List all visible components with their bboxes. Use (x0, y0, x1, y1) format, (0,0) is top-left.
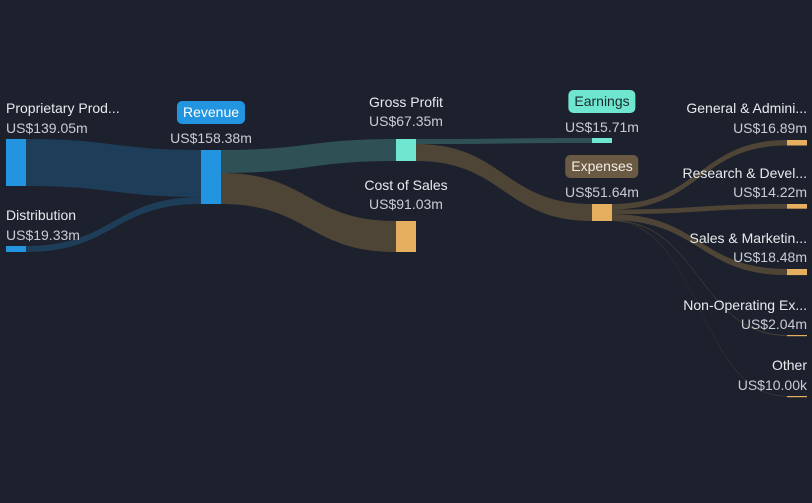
node-gross-profit (396, 139, 416, 161)
node-value-distribution: US$19.33m (6, 227, 80, 243)
node-label-other: Other (771, 357, 807, 373)
link-revenue-cost-of-sales (221, 173, 396, 252)
node-value-earnings: US$15.71m (565, 119, 639, 135)
link-distribution-revenue (26, 197, 201, 252)
link-gross-profit-expenses (416, 144, 592, 221)
node-general-admin (787, 140, 807, 146)
node-value-general-admin: US$16.89m (733, 120, 807, 136)
node-value-proprietary: US$139.05m (6, 120, 88, 136)
node-value-cost-of-sales: US$91.03m (369, 196, 443, 212)
node-sales-marketing (787, 269, 807, 276)
node-label-proprietary: Proprietary Prod... (6, 100, 120, 116)
node-label-gross-profit: Gross Profit (369, 94, 443, 110)
link-revenue-gross-profit (221, 139, 396, 173)
link-gross-profit-earnings (416, 138, 592, 144)
link-expenses-sales-marketing (612, 214, 787, 276)
node-research-dev (787, 204, 807, 209)
link-expenses-other (612, 220, 787, 397)
link-expenses-non-operating (612, 220, 787, 336)
node-label-research-dev: Research & Devel... (682, 165, 808, 181)
link-expenses-general-admin (612, 140, 787, 210)
revenue-badge: Revenue (176, 101, 246, 124)
node-label-distribution: Distribution (6, 207, 77, 223)
node-label-non-operating: Non-Operating Ex... (683, 297, 807, 313)
node-label-cost-of-sales: Cost of Sales (364, 177, 448, 193)
node-value-gross-profit: US$67.35m (369, 113, 443, 129)
node-label-sales-marketing: Sales & Marketin... (689, 230, 808, 246)
node-value-research-dev: US$14.22m (733, 184, 807, 200)
node-distribution (6, 246, 26, 252)
node-proprietary (6, 139, 26, 186)
node-revenue (201, 150, 221, 204)
node-earnings (592, 138, 612, 143)
expenses-badge: Expenses (565, 155, 639, 178)
node-value-expenses: US$51.64m (565, 184, 639, 200)
node-value-revenue: US$158.38m (170, 130, 252, 146)
link-expenses-research-dev (612, 204, 787, 215)
node-cost-of-sales (396, 221, 416, 252)
node-value-other: US$10.00k (737, 377, 807, 393)
node-value-non-operating: US$2.04m (740, 316, 807, 332)
node-label-general-admin: General & Admini... (686, 100, 807, 116)
node-other (787, 396, 807, 398)
link-proprietary-revenue (26, 139, 201, 197)
earnings-badge: Earnings (568, 90, 636, 113)
node-non-operating (787, 335, 807, 337)
node-value-sales-marketing: US$18.48m (733, 249, 807, 265)
node-expenses (592, 204, 612, 221)
